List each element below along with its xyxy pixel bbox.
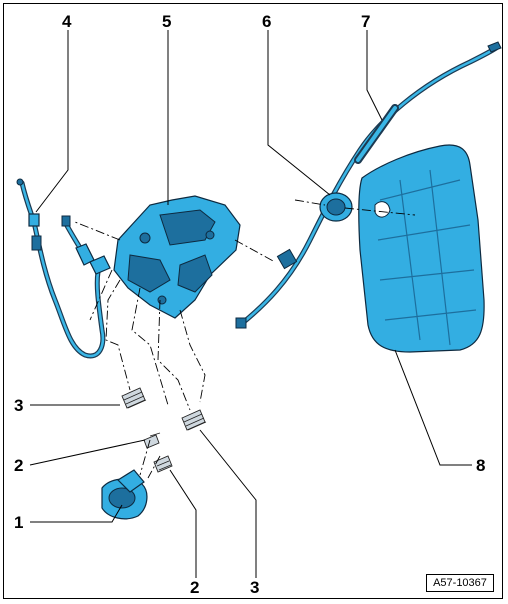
callout-8: 8: [476, 456, 485, 475]
assembly-lines: [74, 199, 416, 479]
callout-7: 7: [361, 12, 370, 31]
part-1-housing: [101, 469, 148, 520]
part-2-bolt-lower: [153, 455, 173, 473]
callout-3-upper: 3: [14, 396, 23, 415]
part-2-bolt-upper: [143, 432, 161, 449]
callout-4: 4: [62, 12, 72, 31]
callout-2-lower: 2: [190, 578, 199, 597]
callout-1: 1: [14, 513, 23, 532]
part-8-cover: [358, 144, 485, 353]
part-7-operating-cable: [235, 41, 502, 329]
part-5-door-lock: [113, 195, 241, 319]
part-4-cable: [16, 178, 111, 359]
callout-6: 6: [262, 12, 271, 31]
part-3-screw-upper: [121, 387, 147, 409]
callout-2-upper: 2: [14, 456, 23, 475]
part-6-grommet: [319, 192, 353, 222]
reference-code: A57-10367: [426, 574, 494, 592]
part-3-screw-lower: [181, 409, 207, 431]
callout-5: 5: [162, 12, 171, 31]
callout-3-lower: 3: [250, 578, 259, 597]
leader-lines: [29, 30, 472, 578]
